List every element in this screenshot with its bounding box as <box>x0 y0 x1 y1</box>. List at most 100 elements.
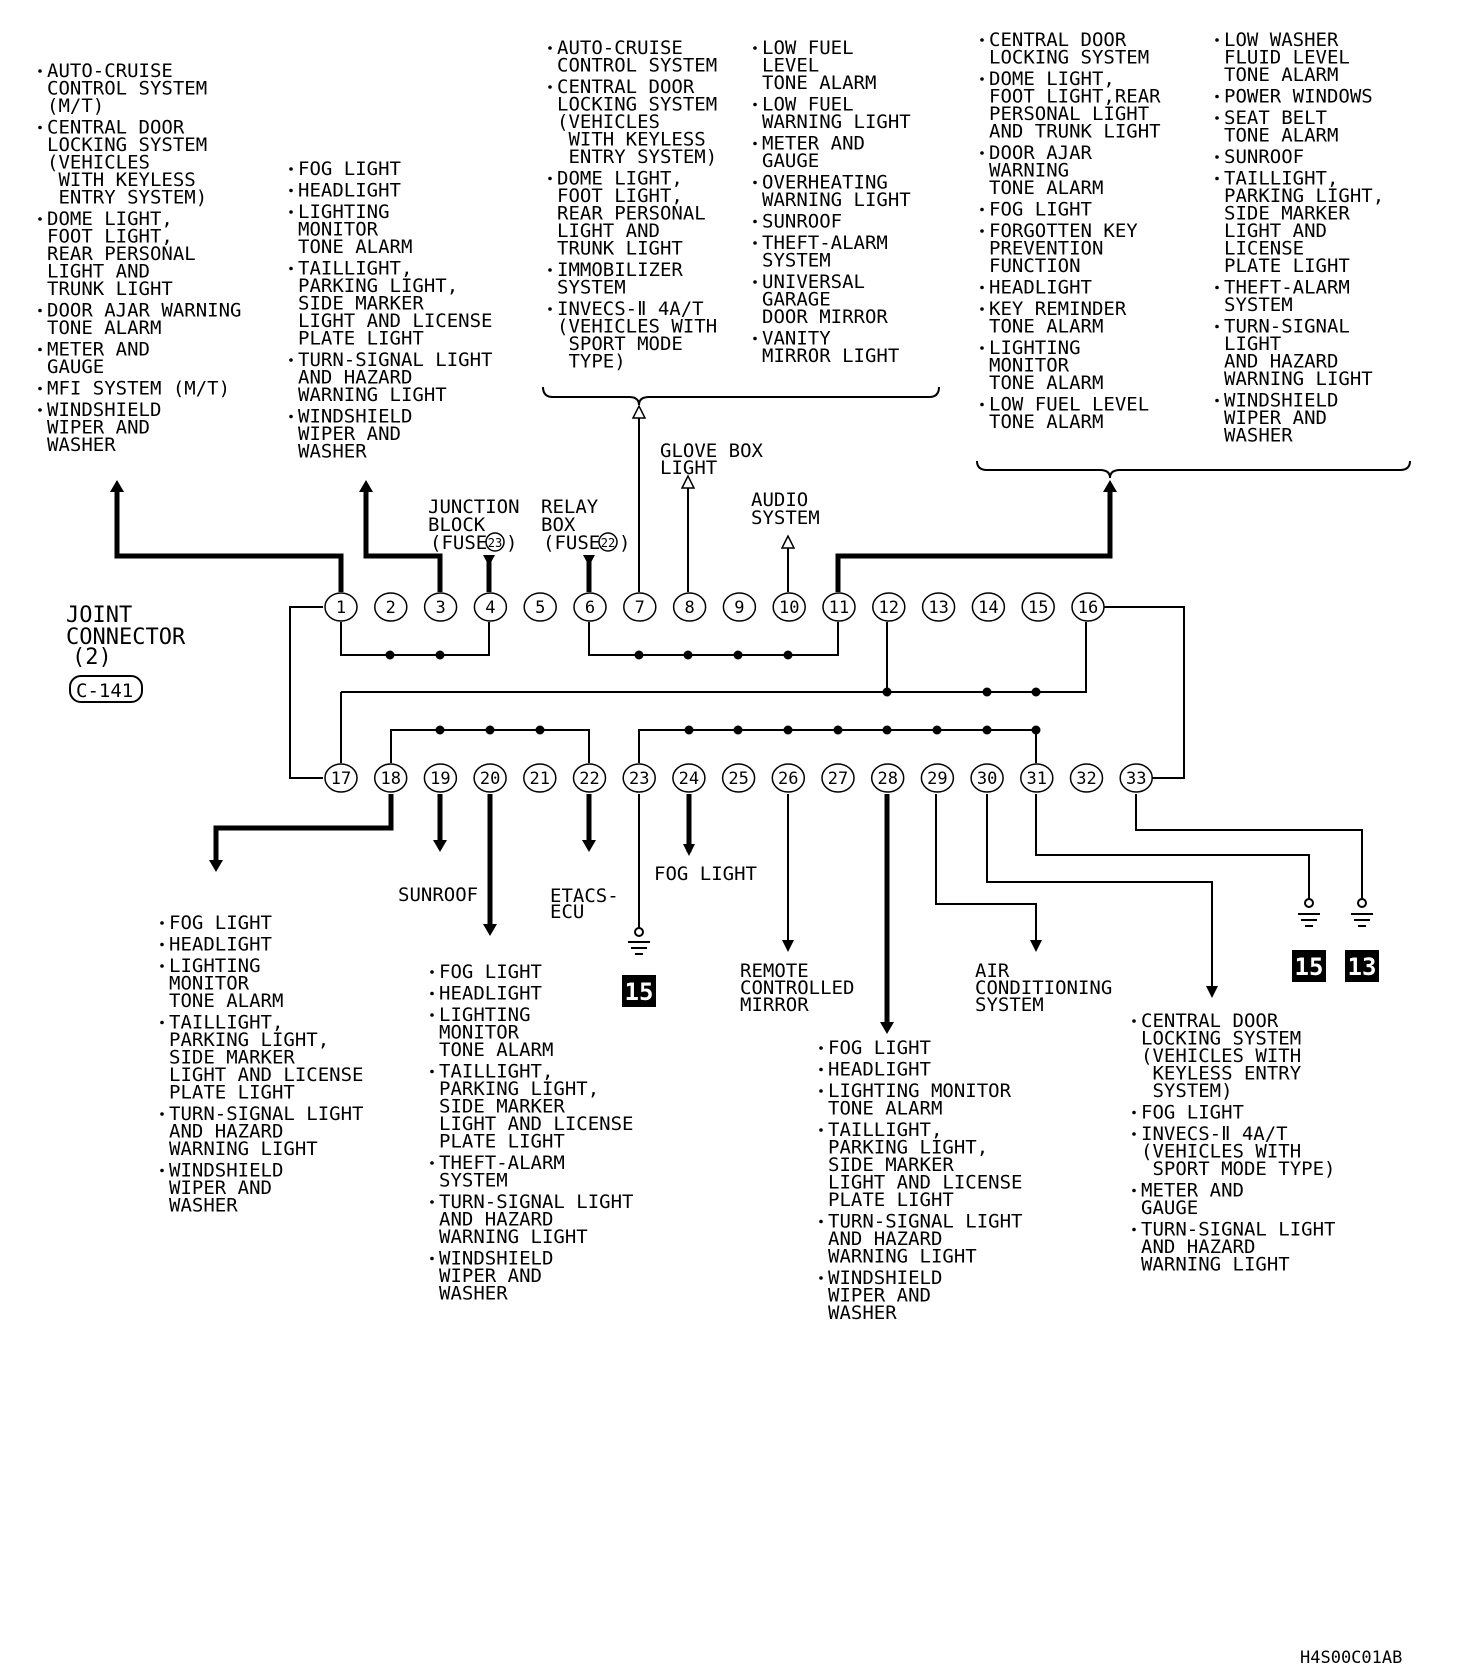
pin-circle <box>374 592 408 622</box>
bullet <box>1215 38 1219 42</box>
list-line: WARNING LIGHT <box>762 111 911 133</box>
list-line: SUNROOF <box>762 211 842 233</box>
list-line: WIPER AND <box>47 417 150 439</box>
bullet <box>1215 94 1219 99</box>
junction-dot <box>435 725 445 735</box>
list-line: WINDSHIELD <box>1224 390 1338 412</box>
pin-circle <box>970 763 1004 793</box>
bullet <box>753 219 757 224</box>
pin-circle <box>373 763 408 793</box>
list-line: METER AND <box>762 133 865 155</box>
remote-mirror-label: MIRROR <box>740 994 809 1016</box>
bullet <box>289 358 293 362</box>
list-line: CENTRAL DOOR <box>47 117 185 139</box>
list-line: (VEHICLES WITH <box>1141 1141 1301 1163</box>
bullet <box>38 217 42 221</box>
pin-number: 31 <box>1027 769 1047 789</box>
pin-circle <box>771 763 806 793</box>
bullet <box>548 46 552 50</box>
connector-pin: 12 <box>872 592 906 622</box>
list-line: CENTRAL DOOR <box>1141 1010 1279 1032</box>
list-line: FOG LIGHT <box>989 199 1092 221</box>
list-line: TURN-SIGNAL LIGHT <box>439 1191 633 1213</box>
pin-number: 20 <box>480 769 500 789</box>
bullet <box>38 308 42 313</box>
list-line: PREVENTION <box>989 238 1103 260</box>
pin-number: 32 <box>1076 769 1096 789</box>
list-line: TONE ALARM <box>989 177 1103 199</box>
list-line: TONE ALARM <box>439 1039 553 1061</box>
junction-dot <box>535 725 545 735</box>
connector-pin: 11 <box>822 592 856 622</box>
pin-circle <box>572 763 607 793</box>
bullet <box>1215 155 1219 159</box>
list-line: WINDSHIELD <box>47 399 161 421</box>
list-line: WASHER <box>439 1283 508 1305</box>
bullet <box>1132 1132 1136 1136</box>
connector-pin: 32 <box>1069 763 1104 793</box>
list-line: (VEHICLES <box>557 111 660 133</box>
list-line: SPORT MODE TYPE) <box>1141 1158 1335 1180</box>
bullet <box>430 991 434 996</box>
list-line: LIGHT AND LICENSE <box>828 1172 1022 1194</box>
sunroof-label: SUNROOF <box>398 884 478 906</box>
bullet <box>980 346 984 350</box>
bullet <box>980 77 984 81</box>
pin-number: 12 <box>879 598 899 618</box>
list-line: WASHER <box>47 434 116 456</box>
list-line: LIGHT AND LICENSE <box>169 1064 363 1086</box>
etacs-label: ETACS- <box>550 885 619 907</box>
remote-mirror-label: REMOTE <box>740 960 809 982</box>
pin-circle <box>971 592 1006 622</box>
glove-box-label: LIGHT <box>660 457 717 479</box>
list-line: LIGHT AND <box>1224 220 1327 242</box>
list-line: DOOR AJAR <box>989 142 1093 164</box>
list-line: LIGHT AND LICENSE <box>439 1113 633 1135</box>
pin-number: 13 <box>928 598 948 618</box>
connector-pin: 8 <box>672 592 707 622</box>
pin-circle <box>672 592 707 622</box>
list-line: THEFT-ALARM <box>439 1152 565 1174</box>
bullet <box>1132 1019 1136 1023</box>
pin-number: 19 <box>430 769 450 789</box>
bullet <box>819 1046 823 1050</box>
list-line: (VEHICLES WITH <box>557 316 717 338</box>
bullet <box>753 180 757 185</box>
bullet <box>753 102 757 107</box>
connector-title-line: JOINT <box>66 603 132 628</box>
connector-pin: 1 <box>324 592 358 622</box>
ground-number: 15 <box>1295 953 1324 981</box>
pin-circle <box>523 592 557 622</box>
list-line: WITH KEYLESS <box>47 169 196 191</box>
pin-number: 18 <box>380 769 400 789</box>
pin-number: 10 <box>779 598 799 618</box>
bullet <box>819 1089 823 1093</box>
junction-block-label: JUNCTION <box>428 496 520 518</box>
pin-number: 4 <box>485 598 495 618</box>
relay-box-close: ) <box>619 532 630 554</box>
list-line: WARNING <box>989 160 1069 182</box>
connector-pin: 14 <box>971 592 1006 622</box>
pin-circle <box>324 592 358 622</box>
relay-box-label: RELAY <box>541 496 599 518</box>
list-line: LICENSE <box>1224 238 1304 260</box>
pin-number: 3 <box>435 598 445 618</box>
list-line: PARKING LIGHT, <box>1224 185 1384 207</box>
junction-dot <box>882 687 892 697</box>
connector-pin: 29 <box>920 763 955 793</box>
junction-dot <box>733 650 743 660</box>
list-line: TONE ALARM <box>989 316 1103 338</box>
list-line: PLATE LIGHT <box>169 1082 295 1104</box>
list-line: WINDSHIELD <box>439 1248 553 1270</box>
list-line: THEFT-ALARM <box>762 232 888 254</box>
pin-number: 22 <box>579 769 599 789</box>
list-line: DOOR AJAR WARNING <box>47 300 241 322</box>
list-line: AND HAZARD <box>298 367 412 389</box>
list-line: KEY REMINDER <box>989 298 1127 320</box>
pin-circle <box>821 763 855 793</box>
list-line: METER AND <box>1141 1180 1244 1202</box>
list-line: SIDE MARKER <box>439 1096 565 1118</box>
